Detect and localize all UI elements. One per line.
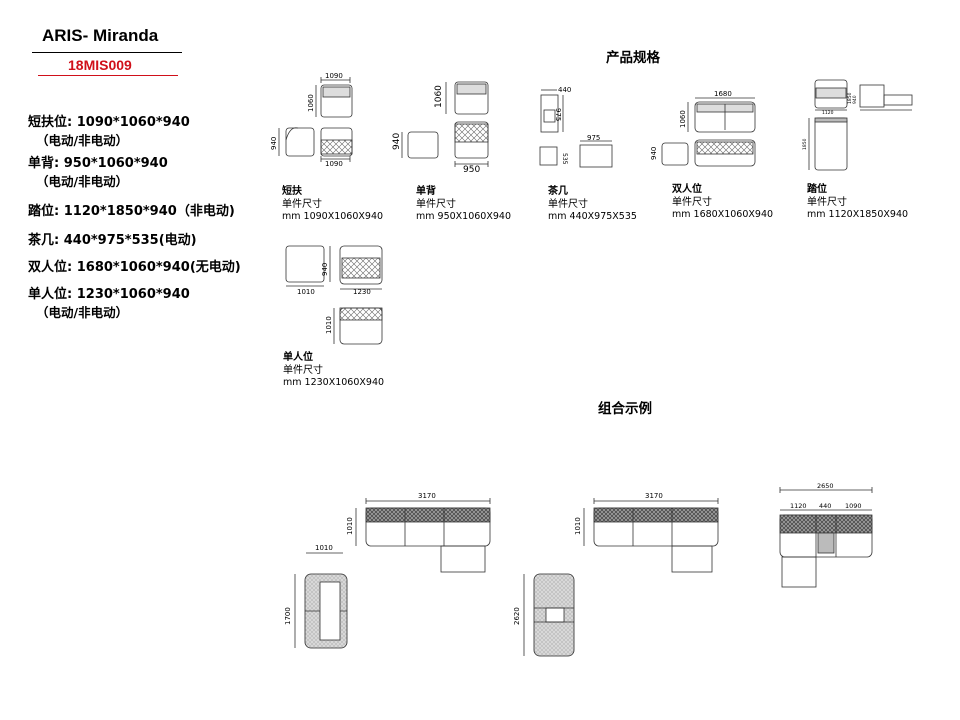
dimension-label: 940 bbox=[321, 263, 329, 276]
spec-item: 踏位: 1120*1850*940（非电动) bbox=[28, 203, 235, 221]
dimension-label: 3170 bbox=[418, 492, 436, 500]
dimension-label: 2620 bbox=[513, 607, 521, 625]
dimension-label: 1680 bbox=[714, 90, 732, 98]
dimension-label: 440 bbox=[558, 86, 571, 94]
dimension-label: 1010 bbox=[346, 517, 354, 535]
combo-layout-a bbox=[294, 498, 491, 649]
drawing-single-back bbox=[401, 81, 489, 167]
product-code: 18MIS009 bbox=[68, 57, 132, 73]
product-name: 单人位 bbox=[283, 352, 313, 363]
dimension-label: 440 bbox=[819, 502, 831, 510]
dimension-label: 3170 bbox=[645, 492, 663, 500]
dimension-label: 1090 bbox=[325, 72, 343, 80]
combo-layout-c bbox=[779, 487, 873, 588]
spec-sub: （电动/非电动） bbox=[36, 133, 129, 148]
product-name: 茶几 bbox=[548, 186, 568, 197]
dimension-label: 1120 bbox=[790, 502, 807, 510]
product-size: mm 1090X1060X940 bbox=[282, 211, 384, 222]
product-unit: 单件尺寸 bbox=[283, 364, 323, 376]
product-size: mm 440X975X535 bbox=[548, 211, 637, 222]
dimension-label: 1060 bbox=[679, 110, 687, 128]
product-size: mm 1680X1060X940 bbox=[672, 209, 774, 220]
drawing-footrest bbox=[808, 79, 913, 171]
product-size: mm 1230X1060X940 bbox=[283, 377, 385, 388]
dimension-label: 940 bbox=[852, 95, 858, 104]
dimension-label: 975 bbox=[587, 134, 600, 142]
product-caption: 踏位 单件尺寸 mm 1120X1850X940 bbox=[807, 184, 908, 222]
product-name: 单背 bbox=[416, 186, 436, 197]
dimension-label: 940 bbox=[270, 137, 278, 150]
dimension-label: 940 bbox=[392, 133, 402, 150]
drawing-short-arm bbox=[278, 77, 353, 162]
product-name: 短扶 bbox=[282, 186, 302, 197]
product-caption: 茶几 单件尺寸 mm 440X975X535 bbox=[548, 186, 637, 224]
dimension-label: 1700 bbox=[284, 607, 292, 625]
product-unit: 单件尺寸 bbox=[548, 198, 588, 210]
dimension-label: 1010 bbox=[297, 288, 315, 296]
product-title: ARIS- Miranda bbox=[42, 26, 159, 45]
product-unit: 单件尺寸 bbox=[282, 198, 322, 210]
spec-item: 单背: 950*1060*940 （电动/非电动） bbox=[28, 155, 168, 191]
spec-item: 茶几: 440*975*535(电动) bbox=[28, 232, 197, 250]
drawing-side-table bbox=[539, 89, 613, 168]
product-caption: 单人位 单件尺寸 mm 1230X1060X940 bbox=[283, 352, 384, 390]
drawing-loveseat bbox=[661, 97, 756, 167]
spec-item: 双人位: 1680*1060*940(无电动) bbox=[28, 259, 241, 277]
drawing-armchair bbox=[285, 245, 383, 345]
product-unit: 单件尺寸 bbox=[807, 196, 847, 208]
spec-sub: （电动/非电动） bbox=[36, 305, 129, 320]
combo-layout-b bbox=[523, 498, 719, 657]
spec-main: 单人位: 1230*1060*940 bbox=[28, 287, 190, 302]
spec-main: 单背: 950*1060*940 bbox=[28, 156, 168, 171]
dimension-label: 975 bbox=[554, 108, 562, 121]
dimension-label: 1010 bbox=[325, 316, 333, 334]
spec-main: 踏位: 1120*1850*940（非电动) bbox=[28, 204, 235, 219]
product-unit: 单件尺寸 bbox=[416, 198, 456, 210]
product-name: 双人位 bbox=[672, 184, 702, 195]
product-caption: 单背 单件尺寸 mm 950X1060X940 bbox=[416, 186, 511, 224]
dimension-label: 535 bbox=[561, 153, 568, 165]
section-title-products: 产品规格 bbox=[606, 50, 660, 66]
product-size: mm 1120X1850X940 bbox=[807, 209, 909, 220]
dimension-label: 1090 bbox=[325, 160, 343, 168]
product-caption: 双人位 单件尺寸 mm 1680X1060X940 bbox=[672, 184, 773, 222]
dimension-label: 1120 bbox=[822, 110, 834, 116]
spec-item: 单人位: 1230*1060*940 （电动/非电动） bbox=[28, 286, 190, 322]
spec-main: 短扶位: 1090*1060*940 bbox=[28, 115, 190, 130]
product-name: 踏位 bbox=[807, 184, 827, 195]
dimension-label: 1090 bbox=[845, 502, 862, 510]
product-size: mm 950X1060X940 bbox=[416, 211, 511, 222]
product-unit: 单件尺寸 bbox=[672, 196, 712, 208]
dimension-label: 950 bbox=[463, 165, 480, 175]
dimension-label: 1850 bbox=[802, 138, 808, 150]
dimension-label: 1010 bbox=[574, 517, 582, 535]
dimension-label: 1850 bbox=[847, 92, 853, 104]
code-divider bbox=[38, 75, 178, 76]
dimension-label: 1060 bbox=[307, 94, 315, 112]
dimension-label: 1060 bbox=[434, 85, 444, 108]
spec-main: 茶几: 440*975*535(电动) bbox=[28, 233, 197, 248]
spec-sub: （电动/非电动） bbox=[36, 174, 129, 189]
dimension-label: 2650 bbox=[817, 482, 834, 490]
section-title-combos: 组合示例 bbox=[598, 401, 652, 417]
product-caption: 短扶 单件尺寸 mm 1090X1060X940 bbox=[282, 186, 383, 224]
dimension-label: 1230 bbox=[353, 288, 371, 296]
dimension-label: 1010 bbox=[315, 544, 333, 552]
dimension-label: 940 bbox=[650, 147, 658, 160]
title-divider bbox=[32, 52, 182, 53]
spec-main: 双人位: 1680*1060*940(无电动) bbox=[28, 260, 241, 275]
spec-item: 短扶位: 1090*1060*940 （电动/非电动） bbox=[28, 114, 190, 150]
